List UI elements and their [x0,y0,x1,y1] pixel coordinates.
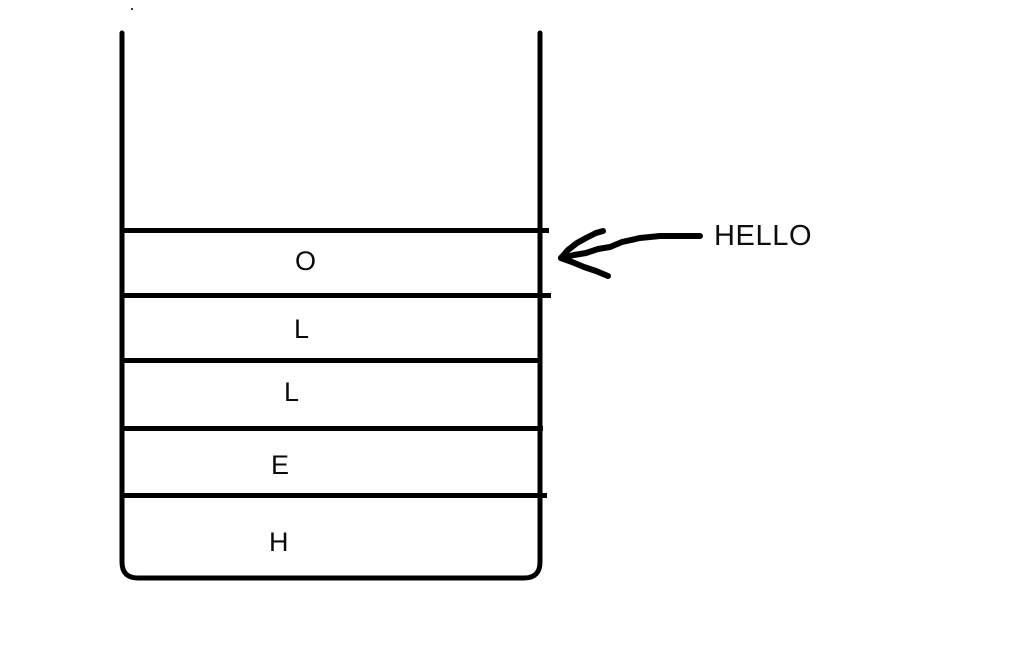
hello-annotation-label: HELLO [714,220,813,252]
stack-cell-l-2-label: L [284,377,300,407]
stack-cell-e-label: E [271,450,290,480]
pointer-arrow-barb-upper [558,228,606,261]
stack-cell-o-label: O [295,246,317,276]
pointer-arrow-shaft [558,233,703,261]
stack-cell-l-1-label: L [294,314,310,344]
pointer-arrow-barb-lower [558,255,611,279]
stack-cell-h-label: H [269,527,289,557]
scan-artifact-speck [131,8,133,10]
stack-container-outline [119,30,543,581]
